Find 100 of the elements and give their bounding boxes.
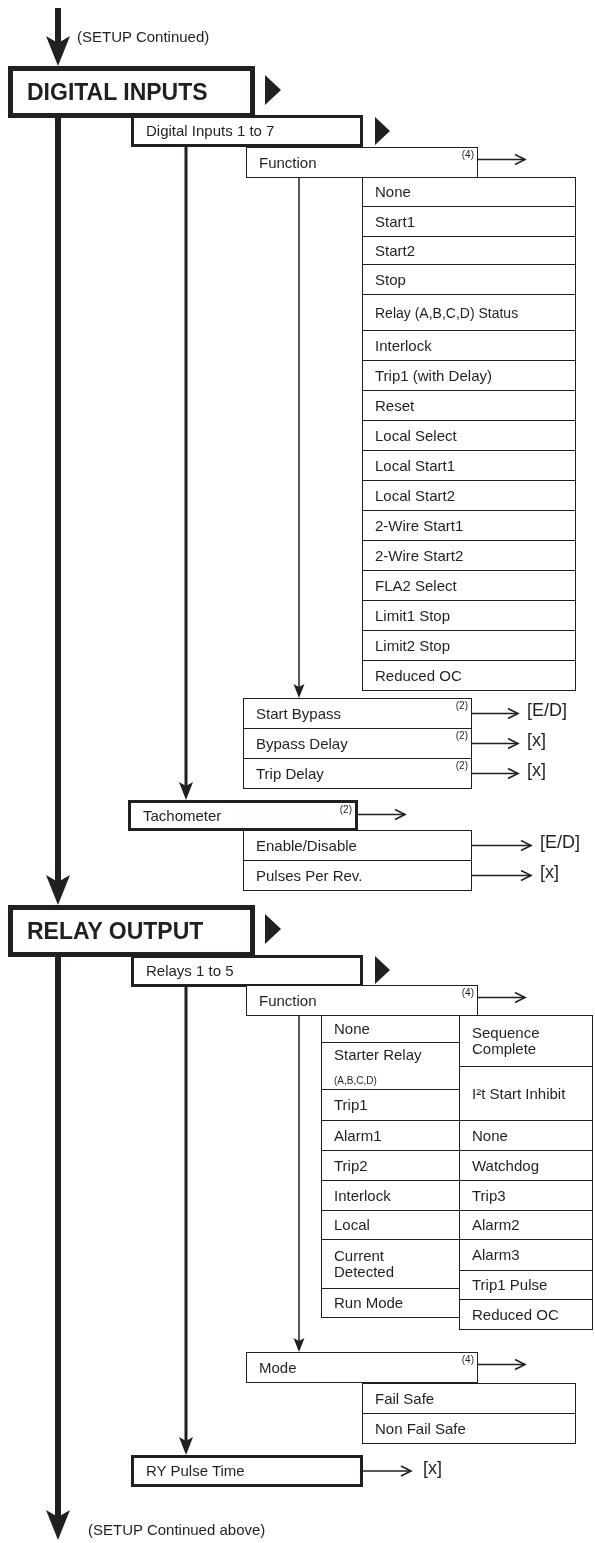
option-label: Trip3 bbox=[472, 1187, 506, 1204]
option-label: I²t Start Inhibit bbox=[472, 1085, 567, 1102]
menu-label: Bypass Delay bbox=[256, 735, 348, 752]
flow-arrow bbox=[46, 957, 70, 1540]
option-label: 2-Wire Start1 bbox=[375, 517, 464, 534]
option-box bbox=[362, 206, 576, 237]
option-box bbox=[321, 1288, 461, 1318]
menu-box bbox=[131, 115, 363, 147]
option-box bbox=[362, 264, 576, 295]
option-label: Limit2 Stop bbox=[375, 637, 451, 654]
flow-arrow bbox=[477, 153, 526, 166]
value-text: [x] bbox=[527, 761, 546, 779]
option-label: Reduced OC bbox=[472, 1306, 559, 1323]
menu-label: Pulses Per Rev. bbox=[256, 867, 363, 884]
option-box bbox=[459, 1299, 593, 1330]
option-box bbox=[459, 1239, 593, 1271]
flow-arrow bbox=[179, 147, 193, 800]
menu-label: Digital Inputs 1 to 7 bbox=[146, 123, 275, 139]
flow-arrow bbox=[357, 808, 406, 821]
option-box bbox=[362, 660, 576, 691]
section-title: RELAY OUTPUT bbox=[27, 918, 204, 944]
option-box bbox=[362, 570, 576, 601]
option-box bbox=[459, 1120, 593, 1151]
flow-arrow bbox=[477, 1358, 526, 1371]
option-box bbox=[362, 540, 576, 571]
option-label: FLA2 Select bbox=[375, 577, 457, 594]
option-label: Fail Safe bbox=[375, 1390, 435, 1407]
option-label: Trip1 (with Delay) bbox=[375, 367, 492, 384]
option-box bbox=[459, 1150, 593, 1181]
flow-arrow bbox=[293, 177, 305, 698]
flow-arrow bbox=[471, 839, 532, 852]
option-label: Interlock bbox=[375, 337, 432, 354]
option-label: None bbox=[375, 184, 411, 200]
menu-box bbox=[128, 800, 358, 831]
menu-box bbox=[243, 728, 472, 759]
value-text: [E/D] bbox=[527, 701, 567, 719]
flow-arrow bbox=[471, 767, 519, 780]
option-label: Watchdog bbox=[472, 1157, 539, 1174]
section-box bbox=[8, 66, 255, 118]
footnote-marker: (4) bbox=[461, 1355, 474, 1365]
menu-label: Mode bbox=[259, 1359, 297, 1376]
option-box bbox=[362, 330, 576, 361]
menu-box bbox=[246, 985, 478, 1016]
option-box bbox=[459, 1066, 593, 1121]
option-box bbox=[362, 450, 576, 481]
menu-label: Start Bypass bbox=[256, 705, 342, 722]
option-box bbox=[362, 360, 576, 391]
option-label: Relay (A,B,C,D) Status bbox=[375, 305, 519, 320]
option-label: Trip2 bbox=[334, 1157, 368, 1174]
flow-arrow bbox=[179, 987, 193, 1455]
option-label: Current Detected bbox=[334, 1248, 396, 1280]
flow-arrow bbox=[471, 737, 519, 750]
menu-box bbox=[243, 860, 472, 891]
option-label: Alarm2 bbox=[472, 1217, 520, 1233]
option-label: None bbox=[334, 1021, 370, 1037]
block-arrow bbox=[375, 117, 390, 145]
value-text: [x] bbox=[527, 731, 546, 749]
option-label: Alarm3 bbox=[472, 1247, 520, 1263]
option-box bbox=[459, 1180, 593, 1211]
flow-arrow bbox=[293, 1015, 305, 1352]
option-label: Local Start2 bbox=[375, 487, 456, 504]
option-label: Start2 bbox=[375, 242, 416, 259]
footnote-marker: (4) bbox=[461, 150, 474, 160]
option-label: 2-Wire Start2 bbox=[375, 547, 464, 564]
option-label: Interlock bbox=[334, 1187, 391, 1204]
option-label: Local Start1 bbox=[375, 457, 456, 474]
menu-box bbox=[246, 147, 478, 178]
menu-box bbox=[131, 1455, 363, 1487]
option-box bbox=[362, 390, 576, 421]
option-box bbox=[362, 294, 576, 331]
menu-label: Trip Delay bbox=[256, 765, 324, 782]
menu-box bbox=[243, 758, 472, 789]
menu-label: RY Pulse Time bbox=[146, 1463, 245, 1479]
menu-label: Relays 1 to 5 bbox=[146, 963, 234, 979]
option-box bbox=[362, 177, 576, 207]
option-box bbox=[459, 1270, 593, 1300]
option-box bbox=[362, 420, 576, 451]
option-box bbox=[362, 1413, 576, 1444]
option-label: Stop bbox=[375, 271, 406, 288]
option-box bbox=[362, 236, 576, 265]
option-box bbox=[459, 1015, 593, 1067]
option-label: Local Select bbox=[375, 427, 457, 444]
option-label: Trip1 bbox=[334, 1097, 368, 1113]
footnote-marker: (4) bbox=[461, 988, 474, 998]
block-arrow bbox=[265, 914, 281, 944]
option-box bbox=[362, 630, 576, 661]
menu-label: Function bbox=[259, 154, 317, 171]
flow-arrow bbox=[477, 991, 526, 1004]
section-box bbox=[8, 905, 255, 957]
flow-arrow bbox=[362, 1465, 412, 1477]
footnote-marker: (2) bbox=[455, 701, 468, 711]
option-sublabel: (A,B,C,D) bbox=[334, 1076, 377, 1086]
value-text: [E/D] bbox=[540, 833, 580, 851]
option-label: Start1 bbox=[375, 213, 416, 230]
option-label: Sequence Complete bbox=[472, 1025, 541, 1057]
continuation-note: (SETUP Continued) bbox=[77, 29, 210, 44]
option-box bbox=[362, 600, 576, 631]
flow-arrow bbox=[46, 8, 70, 66]
option-label: Reset bbox=[375, 397, 415, 414]
option-label: Non Fail Safe bbox=[375, 1420, 466, 1437]
